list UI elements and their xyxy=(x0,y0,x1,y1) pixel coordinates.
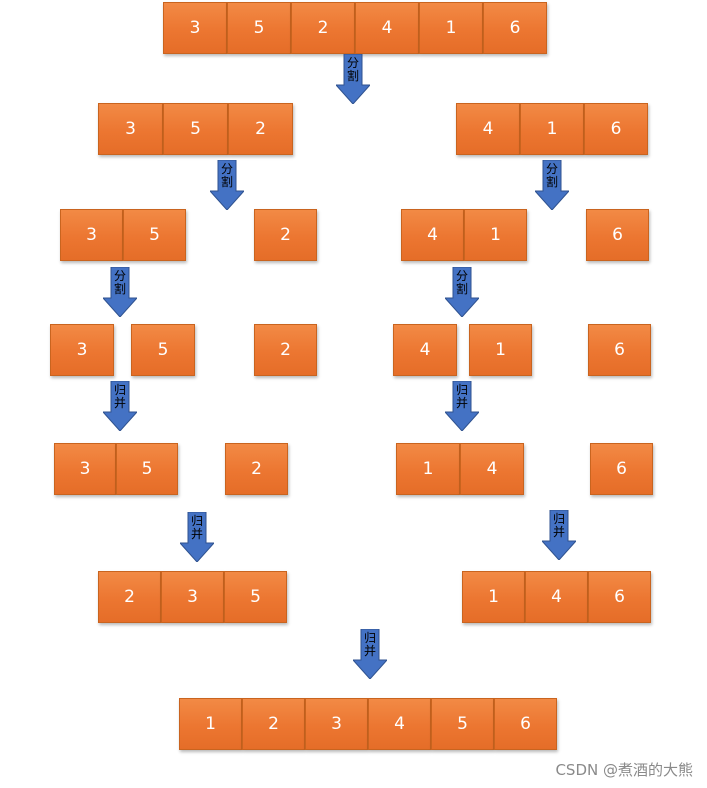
arrow-label: 归并 xyxy=(103,384,137,410)
arrow-label-char: 割 xyxy=(220,175,233,189)
array-cell: 4 xyxy=(401,209,464,261)
split-arrow: 分割 xyxy=(445,267,479,317)
split-arrow: 分割 xyxy=(210,160,244,210)
array-cell: 1 xyxy=(462,571,525,623)
merge-arrow: 归并 xyxy=(180,512,214,562)
arrow-label-char: 割 xyxy=(545,175,558,189)
array-cell: 5 xyxy=(163,103,228,155)
array-cell: 1 xyxy=(179,698,242,750)
merge-arrow: 归并 xyxy=(445,381,479,431)
split-arrow: 分割 xyxy=(535,160,569,210)
arrow-label-char: 分 xyxy=(220,162,233,176)
arrow-label-char: 分 xyxy=(455,269,468,283)
array-cell: 5 xyxy=(431,698,494,750)
array-cell: 6 xyxy=(588,324,651,376)
split-arrow: 分割 xyxy=(336,54,370,104)
array-cell: 2 xyxy=(225,443,288,495)
arrow-label: 分割 xyxy=(210,163,244,189)
arrow-label-char: 归 xyxy=(552,512,565,526)
array-cell: 3 xyxy=(98,103,163,155)
watermark: CSDN @煮酒的大熊 xyxy=(555,761,693,779)
arrow-label-char: 并 xyxy=(190,527,203,541)
array-cell: 5 xyxy=(227,2,291,54)
array-cell: 1 xyxy=(419,2,483,54)
arrow-label-char: 割 xyxy=(346,69,359,83)
arrow-label: 分割 xyxy=(103,270,137,296)
arrow-label: 归并 xyxy=(445,384,479,410)
arrow-label: 归并 xyxy=(180,515,214,541)
array-cell: 5 xyxy=(131,324,195,376)
array-cell: 5 xyxy=(123,209,186,261)
array-cell: 4 xyxy=(460,443,524,495)
array-cell: 1 xyxy=(396,443,460,495)
arrow-label-char: 归 xyxy=(363,631,376,645)
array-cell: 2 xyxy=(242,698,305,750)
array-cell: 6 xyxy=(586,209,649,261)
arrow-label-char: 分 xyxy=(545,162,558,176)
array-cell: 4 xyxy=(368,698,431,750)
array-cell: 6 xyxy=(483,2,547,54)
array-cell: 4 xyxy=(393,324,457,376)
array-cell: 6 xyxy=(584,103,648,155)
arrow-label-char: 并 xyxy=(113,396,126,410)
arrow-label-char: 并 xyxy=(363,644,376,658)
array-cell: 6 xyxy=(588,571,651,623)
arrow-label-char: 割 xyxy=(455,282,468,296)
array-cell: 5 xyxy=(116,443,178,495)
split-arrow: 分割 xyxy=(103,267,137,317)
array-cell: 3 xyxy=(163,2,227,54)
arrow-label-char: 并 xyxy=(455,396,468,410)
arrow-label-char: 归 xyxy=(190,514,203,528)
array-cell: 3 xyxy=(305,698,368,750)
arrow-label-char: 归 xyxy=(113,383,126,397)
merge-arrow: 归并 xyxy=(103,381,137,431)
arrow-label: 归并 xyxy=(542,513,576,539)
array-cell: 3 xyxy=(60,209,123,261)
arrow-label-char: 割 xyxy=(113,282,126,296)
array-cell: 2 xyxy=(254,209,317,261)
array-cell: 2 xyxy=(291,2,355,54)
array-cell: 2 xyxy=(98,571,161,623)
array-cell: 2 xyxy=(254,324,317,376)
arrow-label: 分割 xyxy=(535,163,569,189)
array-cell: 4 xyxy=(525,571,588,623)
array-cell: 4 xyxy=(456,103,520,155)
array-cell: 1 xyxy=(464,209,527,261)
arrow-label-char: 分 xyxy=(346,56,359,70)
arrow-label: 分割 xyxy=(336,57,370,83)
array-cell: 3 xyxy=(54,443,116,495)
arrow-label-char: 并 xyxy=(552,525,565,539)
array-cell: 6 xyxy=(494,698,557,750)
array-cell: 1 xyxy=(520,103,584,155)
array-cell: 2 xyxy=(228,103,293,155)
arrow-label-char: 归 xyxy=(455,383,468,397)
array-cell: 4 xyxy=(355,2,419,54)
arrow-label: 分割 xyxy=(445,270,479,296)
merge-arrow: 归并 xyxy=(353,629,387,679)
array-cell: 5 xyxy=(224,571,287,623)
arrow-label-char: 分 xyxy=(113,269,126,283)
array-cell: 6 xyxy=(590,443,653,495)
array-cell: 3 xyxy=(161,571,224,623)
merge-arrow: 归并 xyxy=(542,510,576,560)
arrow-label: 归并 xyxy=(353,632,387,658)
array-cell: 1 xyxy=(469,324,532,376)
array-cell: 3 xyxy=(50,324,114,376)
